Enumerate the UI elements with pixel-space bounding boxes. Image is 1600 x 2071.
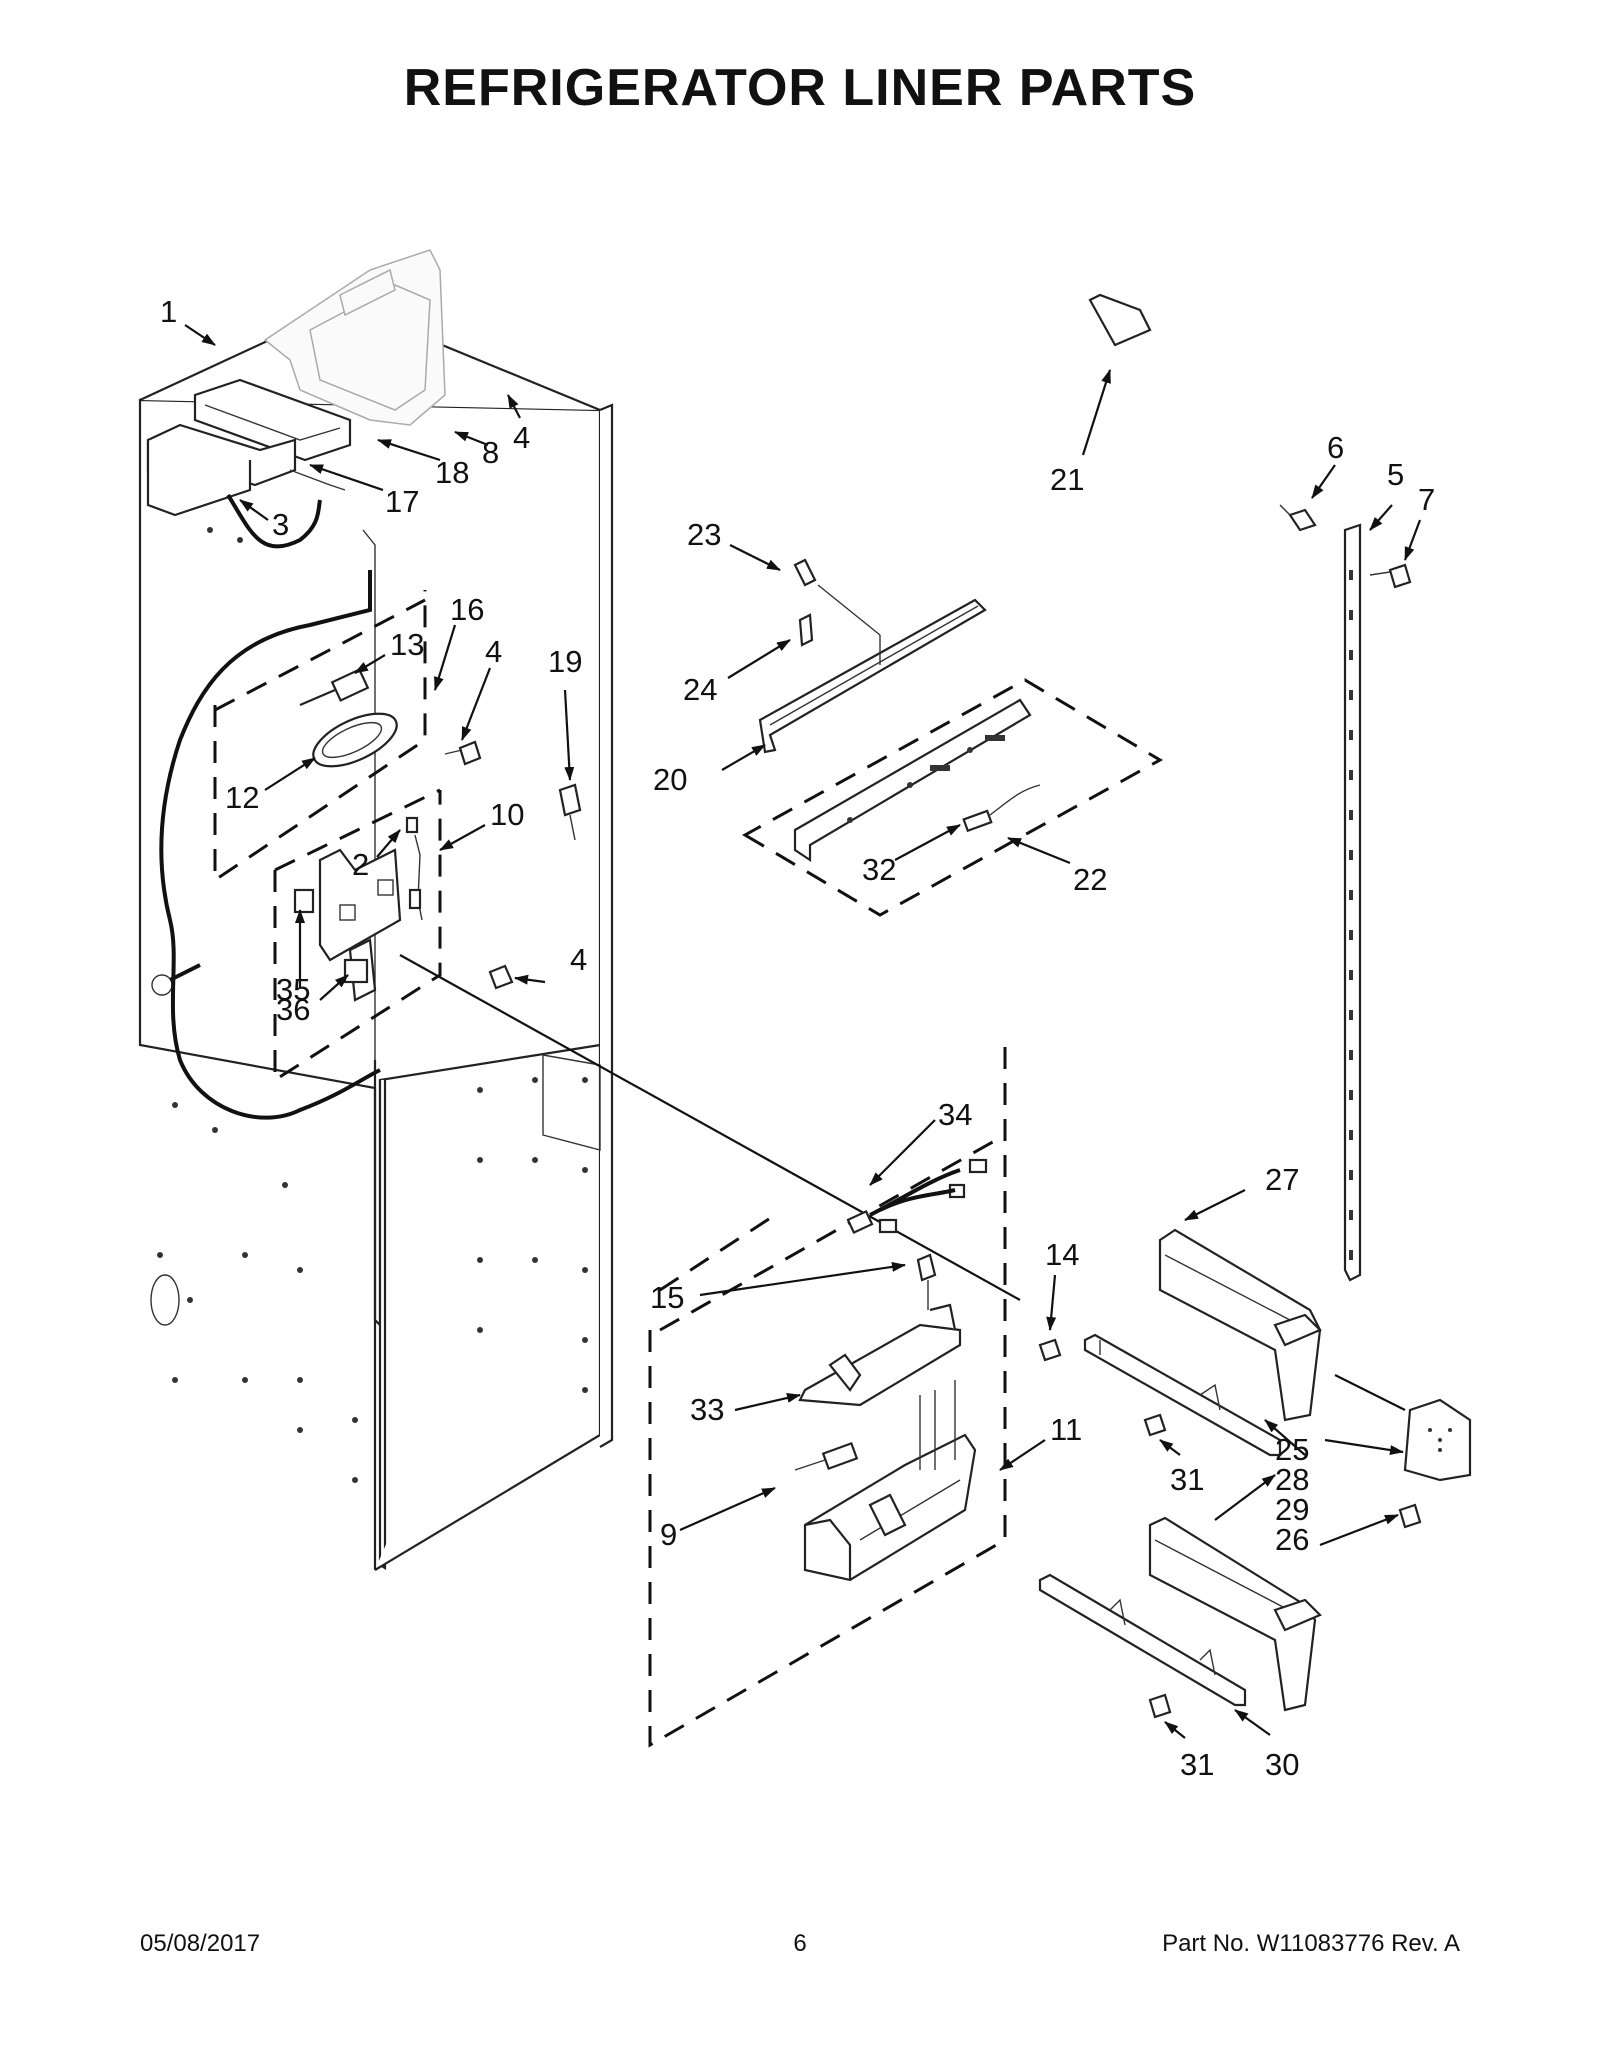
clip bbox=[793, 558, 881, 647]
damper-motor bbox=[146, 423, 346, 517]
bracket-33 bbox=[798, 1303, 962, 1407]
ui-cover-25 bbox=[1403, 1398, 1472, 1482]
callout-32: 32 bbox=[862, 852, 896, 887]
footer-date: 05/08/2017 bbox=[140, 1930, 261, 1957]
display-connector bbox=[299, 668, 370, 707]
callout-11: 11 bbox=[1050, 1412, 1082, 1447]
callout-26: 26 bbox=[1275, 1522, 1309, 1557]
callout-33: 33 bbox=[690, 1392, 724, 1427]
screw bbox=[444, 740, 482, 766]
callout-29: 29 bbox=[1275, 1492, 1309, 1527]
callout-8: 8 bbox=[482, 435, 499, 470]
damper-assembly bbox=[193, 378, 352, 462]
vertical-rail bbox=[1279, 504, 1412, 1282]
crisper-cover-upper bbox=[1158, 1228, 1322, 1422]
screw-14 bbox=[1038, 1338, 1062, 1362]
callout-34: 34 bbox=[938, 1097, 972, 1132]
callout-12: 12 bbox=[225, 780, 259, 815]
callout-28: 28 bbox=[1275, 1462, 1309, 1497]
callout-16: 16 bbox=[450, 592, 484, 627]
callout-21: 21 bbox=[1050, 462, 1084, 497]
shelf-rail bbox=[758, 598, 987, 754]
callout-25: 25 bbox=[1275, 1432, 1309, 1467]
callout-13: 13 bbox=[390, 627, 424, 662]
callout-31: 31 bbox=[1180, 1747, 1214, 1782]
screw bbox=[488, 964, 514, 990]
callout-27: 27 bbox=[1265, 1162, 1299, 1197]
callout-18: 18 bbox=[435, 455, 469, 490]
leader-lines bbox=[184, 324, 1422, 1739]
screw-15 bbox=[916, 1253, 937, 1310]
callout-4: 4 bbox=[570, 942, 587, 977]
page-title: REFRIGERATOR LINER PARTS bbox=[403, 59, 1197, 117]
callout-19: 19 bbox=[548, 644, 582, 679]
slide-rail-30 bbox=[1038, 1573, 1247, 1707]
callout-5: 5 bbox=[1387, 457, 1404, 492]
deflector bbox=[1088, 293, 1152, 347]
light-bracket bbox=[793, 698, 1032, 863]
callout-36: 36 bbox=[276, 992, 310, 1027]
callout-9: 9 bbox=[660, 1517, 677, 1552]
callout-3: 3 bbox=[272, 507, 289, 542]
callout-17: 17 bbox=[385, 484, 419, 519]
footer-page-number: 6 bbox=[793, 1930, 807, 1957]
connector-9 bbox=[794, 1441, 859, 1471]
callout-1: 1 bbox=[160, 294, 177, 329]
screw-31b bbox=[1148, 1693, 1172, 1719]
callout-7: 7 bbox=[1418, 482, 1435, 517]
screw-26 bbox=[1398, 1503, 1422, 1529]
crisper-cover-lower bbox=[1148, 1516, 1322, 1712]
callout-35: 35 bbox=[276, 972, 310, 1007]
callout-24: 24 bbox=[683, 672, 717, 707]
callout-23: 23 bbox=[687, 517, 721, 552]
water-tray bbox=[803, 1433, 977, 1582]
callout-10: 10 bbox=[490, 797, 524, 832]
callout-15: 15 bbox=[650, 1280, 684, 1315]
wire-harness-34 bbox=[846, 1158, 988, 1235]
tray-supports bbox=[919, 1380, 956, 1470]
callout-22: 22 bbox=[1073, 862, 1107, 897]
slide-rail-28 bbox=[1083, 1333, 1282, 1457]
callout-20: 20 bbox=[653, 762, 687, 797]
thermistor bbox=[558, 783, 582, 841]
footer-part-number: Part No. W11083776 Rev. A bbox=[1162, 1930, 1460, 1957]
callout-labels: 1 4 8 18 17 3 21 6 5 7 23 16 13 4 19 24 … bbox=[160, 294, 1435, 1782]
callout-2: 2 bbox=[352, 847, 369, 882]
screw-31a bbox=[1143, 1413, 1167, 1437]
callout-6: 6 bbox=[1327, 430, 1344, 465]
control-box bbox=[318, 848, 402, 1002]
callout-31: 31 bbox=[1170, 1462, 1204, 1497]
air-duct-housing bbox=[263, 249, 446, 426]
callout-14: 14 bbox=[1045, 1237, 1079, 1272]
wire-harness bbox=[962, 784, 1041, 833]
callout-30: 30 bbox=[1265, 1747, 1299, 1782]
callout-4: 4 bbox=[485, 634, 502, 669]
callout-4: 4 bbox=[513, 420, 530, 455]
